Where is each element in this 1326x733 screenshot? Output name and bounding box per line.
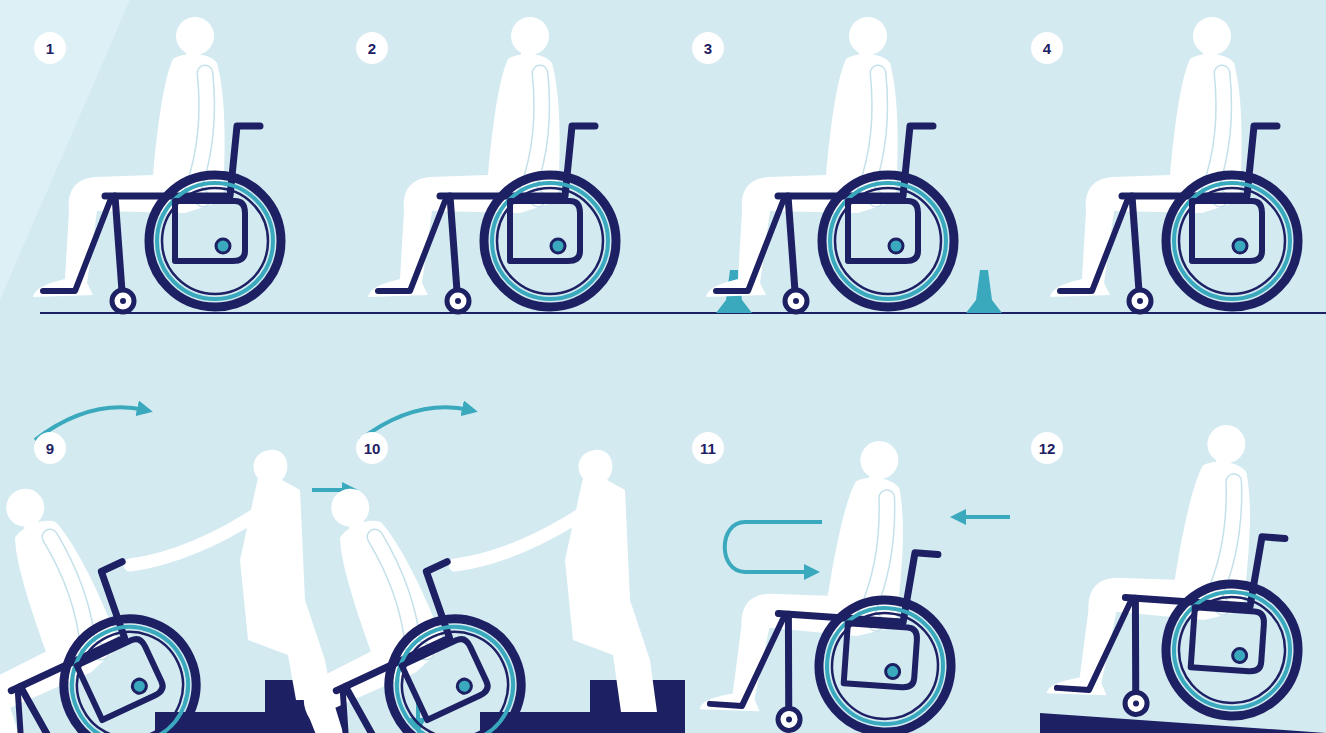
callout-number: 3 [692, 32, 724, 64]
callout-text: 2 [368, 41, 376, 56]
callout-number: 2 [356, 32, 388, 64]
callout-number: 9 [34, 432, 66, 464]
callout-text: 10 [364, 441, 381, 456]
callout-text: 11 [700, 441, 716, 456]
callout-text: 12 [1039, 441, 1056, 456]
callout-text: 9 [46, 441, 54, 456]
callout-number: 4 [1031, 32, 1063, 64]
callout-number: 11 [692, 432, 724, 464]
callout-text: 1 [46, 41, 54, 56]
callout-number: 10 [356, 432, 388, 464]
callout-number: 1 [34, 32, 66, 64]
callout-text: 4 [1043, 41, 1051, 56]
callout-text: 3 [704, 41, 712, 56]
callout-number: 12 [1031, 432, 1063, 464]
